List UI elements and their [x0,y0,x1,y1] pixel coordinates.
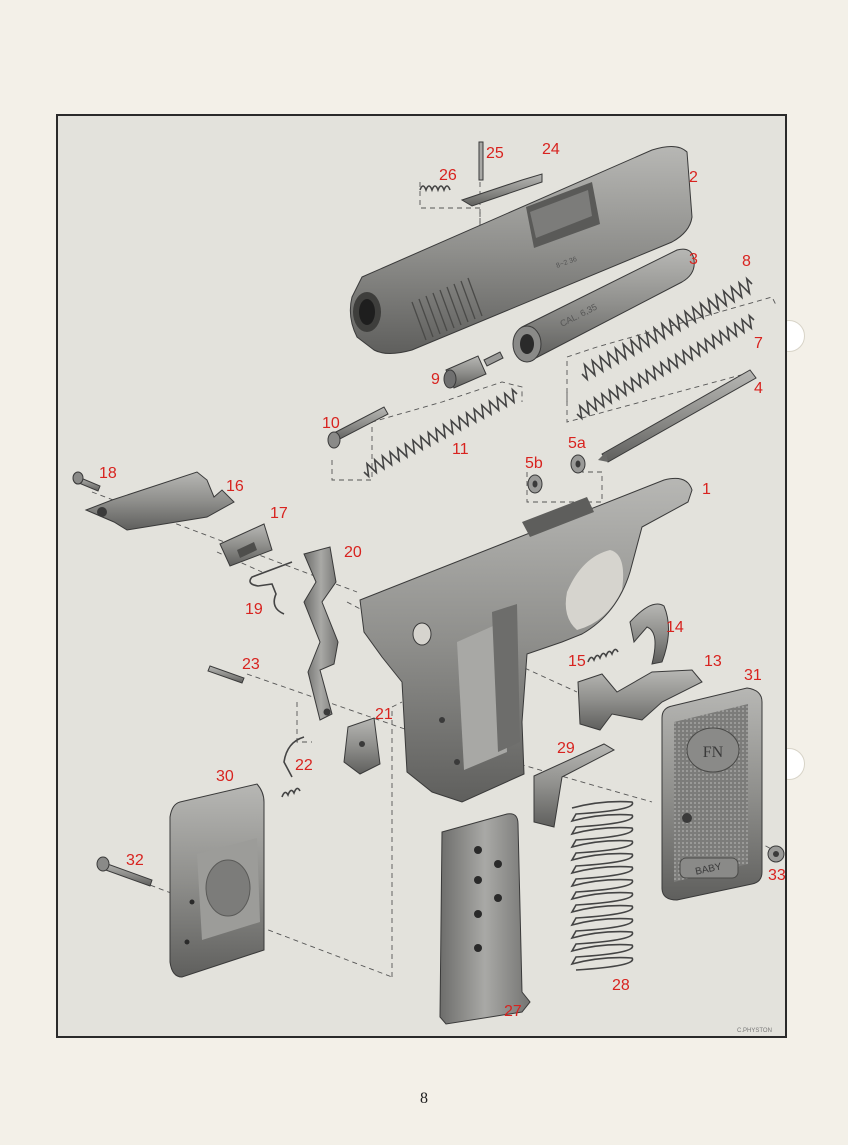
part-32-grip-screw [96,856,153,887]
label-9: 9 [431,371,440,388]
part-4-guide-rod [598,369,757,463]
part-25-pin [478,141,484,181]
part-15-spring [587,648,619,663]
label-19: 19 [245,601,263,618]
part-7-firing-spring [576,313,755,421]
label-20: 20 [344,544,362,561]
label-18: 18 [99,465,117,482]
label-4: 4 [754,380,763,397]
part-16-sear-lever [84,471,235,531]
label-8: 8 [742,253,751,270]
label-5b: 5b [525,455,543,472]
label-2: 2 [689,169,698,186]
part-9-firing-pin [443,351,504,389]
label-3: 3 [689,251,698,268]
exploded-view-plate: 8~2 36 CAL. 6,35 [56,114,787,1038]
part-5a-washer [570,454,586,474]
part-30-left-grip [169,783,265,978]
part-5b-washer [527,474,543,494]
part-1-frame [359,477,693,803]
label-14: 14 [666,619,684,636]
part-22-spring [281,736,305,798]
part-19-spring [249,561,293,615]
label-26: 26 [439,167,457,184]
part-27-magazine [439,813,531,1025]
part-24-extractor [460,173,543,207]
page-number: 8 [420,1090,428,1107]
part-23-pin [207,665,245,684]
label-23: 23 [242,656,260,673]
part-10-pin [327,406,389,449]
part-29-stop [533,743,616,828]
part-21-disconnector [343,717,381,775]
part-2-slide: 8~2 36 [349,146,693,354]
label-24: 24 [542,141,560,158]
artist-credit: C.PHYSTON [737,1028,772,1034]
part-28-magazine-spring [570,800,634,971]
part-26-spring [419,185,451,193]
label-32: 32 [126,852,144,869]
label-22: 22 [295,757,313,774]
label-21: 21 [375,706,393,723]
label-10: 10 [322,415,340,432]
grip-logo: FN [703,744,724,761]
label-33: 33 [768,867,785,884]
label-13: 13 [704,653,722,670]
label-28: 28 [612,977,630,994]
label-31: 31 [744,667,762,684]
label-7: 7 [754,335,763,352]
part-13-trigger-bar [577,669,703,731]
label-25: 25 [486,145,504,162]
part-11-spring [363,387,518,479]
part-33-nut [767,845,785,863]
part-14-trigger [629,603,669,665]
part-31-right-grip: FN BABY [661,687,763,901]
label-29: 29 [557,740,575,757]
part-20-connector [303,546,339,721]
label-11: 11 [452,441,469,458]
label-5a: 5a [568,435,586,452]
label-15: 15 [568,653,586,670]
part-3-barrel: CAL. 6,35 [512,248,695,363]
part-18-screw [72,471,101,492]
part-17-sear [219,523,273,567]
exploded-view-diagram: 8~2 36 CAL. 6,35 [72,141,785,1034]
grip-brand: BABY [694,861,723,877]
label-17: 17 [270,505,288,522]
label-16: 16 [226,478,244,495]
label-1: 1 [702,481,711,498]
label-27: 27 [504,1003,522,1020]
part-labels: 1 2 3 4 5a 5b 7 8 9 10 11 13 14 15 16 17… [99,141,785,1034]
label-30: 30 [216,768,234,785]
part-8-recoil-spring [581,276,753,382]
